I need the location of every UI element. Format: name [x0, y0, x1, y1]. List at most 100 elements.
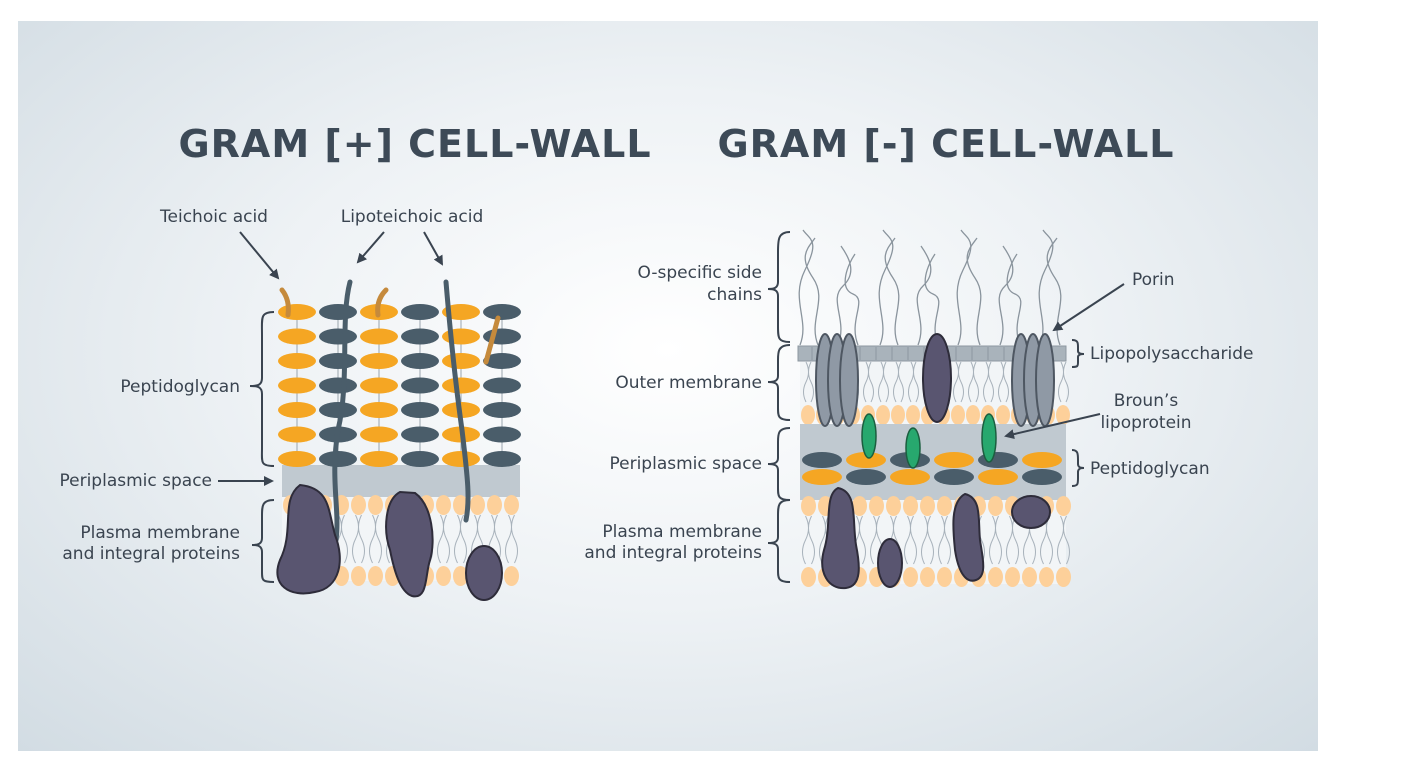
gp-peptidoglycan-unit	[278, 451, 316, 467]
gn-outer-head	[966, 405, 980, 425]
gp-lipid-head	[504, 566, 519, 586]
gp-plasma-label-line1: Plasma membrane	[80, 523, 240, 543]
gn-lipid-head	[988, 567, 1003, 587]
gn-outer-head	[876, 405, 890, 425]
gram-positive-title: GRAM [+] CELL-WALL	[178, 122, 651, 166]
brouns-label-line2: lipoprotein	[1100, 413, 1191, 433]
gn-side-chain	[1038, 229, 1054, 346]
gp-lipid-head	[436, 566, 451, 586]
gn-lipid-tail	[859, 515, 866, 565]
gn-lipid-tail	[995, 515, 1002, 565]
gn-brouns-lipoprotein-2	[905, 427, 921, 469]
gp-peptidoglycan-unit	[442, 377, 480, 394]
gn-integral-protein-2	[877, 538, 903, 588]
gp-integral-protein-2	[385, 490, 434, 598]
gn-side-chain	[804, 237, 820, 346]
gp-lipid-tail	[494, 514, 501, 564]
gn-lipid-tail	[921, 515, 928, 565]
gp-peptidoglycan-unit	[278, 426, 316, 443]
gp-lipoteichoic-acid-2	[443, 279, 471, 523]
gn-integral-protein-3	[952, 492, 985, 582]
gn-lipid-head	[1039, 567, 1054, 587]
gp-peptidoglycan-unit	[319, 353, 357, 369]
gp-peptidoglycan-unit	[360, 353, 398, 369]
gn-lipid-head	[801, 496, 816, 516]
gp-peptidoglycan-layer	[278, 304, 521, 467]
gn-lipid-head	[1022, 567, 1037, 587]
gp-peptidoglycan-unit	[319, 304, 357, 320]
gn-outer-head	[906, 405, 920, 425]
gn-side-chain	[836, 245, 852, 346]
gn-outer-tail	[878, 361, 884, 403]
gn-lipid-head	[1005, 567, 1020, 587]
gn-side-chain	[884, 237, 900, 346]
gn-side-chain	[966, 237, 982, 346]
gn-outer-tail	[983, 361, 989, 403]
gp-plasma-label-line2: and integral proteins	[62, 544, 240, 564]
gn-lipid-head	[937, 496, 952, 516]
gp-lipid-tail	[375, 514, 382, 564]
gn-lipid-head	[903, 496, 918, 516]
brouns-arrow	[1004, 413, 1101, 440]
gp-peptidoglycan-unit	[278, 353, 316, 369]
gp-peptidoglycan-unit	[483, 377, 521, 394]
gn-outer-tail	[808, 361, 814, 403]
gp-peptidoglycan-unit	[278, 402, 316, 418]
gp-peptidoglycan-unit	[319, 377, 357, 394]
gp-lipid-tail	[454, 514, 461, 564]
gn-lipid-tail	[927, 515, 934, 565]
gn-lipid-tail	[870, 515, 877, 565]
gn-outer-tail	[913, 361, 919, 403]
gp-peptidoglycan-unit	[401, 353, 439, 369]
gn-side-chain	[798, 229, 814, 346]
gn-peptidoglycan-unit	[934, 469, 974, 485]
lipoteichoic-acid-label: Lipoteichoic acid	[341, 207, 484, 227]
gp-peptidoglycan-unit	[442, 451, 480, 467]
gn-lipid-tail	[1006, 515, 1013, 565]
gn-plasma-brace	[767, 499, 791, 583]
gn-lipid-tail	[910, 515, 917, 565]
gp-peptidoglycan-unit	[401, 328, 439, 345]
gp-peptidoglycan-unit	[483, 402, 521, 418]
gn-lipid-head	[886, 496, 901, 516]
gp-lipid-tail	[505, 514, 512, 564]
gn-brouns-lipoprotein	[861, 413, 877, 459]
gn-outer-tail	[958, 361, 964, 403]
gn-outer-tail	[1003, 361, 1009, 403]
gp-peptidoglycan-unit	[319, 328, 357, 345]
gp-peptidoglycan-unit	[401, 451, 439, 467]
gn-outer-head	[891, 405, 905, 425]
gn-lipid-tail	[808, 515, 815, 565]
gp-lipid-tail	[437, 514, 444, 564]
gp-lipid-head	[487, 495, 502, 515]
lipopolysaccharide-label: Lipopolysaccharide	[1090, 344, 1253, 364]
gp-teichoic-acid-3	[483, 315, 501, 365]
gn-outer-tail	[868, 361, 874, 403]
gp-lipid-head	[470, 495, 485, 515]
gn-peptidoglycan-unit	[890, 469, 930, 485]
gp-labels: Teichoic acid Lipoteichoic acid Peptidog…	[59, 207, 484, 583]
gp-lipid-head	[436, 495, 451, 515]
gn-side-chain	[956, 229, 972, 346]
gp-teichoic-acid	[279, 287, 291, 318]
gram-negative-wall	[797, 229, 1071, 590]
gp-integral-protein	[276, 483, 341, 595]
gn-lipid-head	[852, 496, 867, 516]
gn-outer-tail	[898, 361, 904, 403]
outer-membrane-brace	[767, 344, 791, 421]
o-specific-brace	[767, 231, 791, 343]
gn-integral-protein-4	[1011, 495, 1051, 529]
lipopolysaccharide-brace	[1071, 339, 1085, 368]
gp-lipid-tail	[511, 514, 518, 564]
gn-lipid-tail	[819, 515, 826, 565]
gn-outer-membrane-protein	[922, 333, 952, 423]
gp-lipid-head	[368, 566, 383, 586]
gn-brouns-lipoprotein-3	[981, 413, 997, 463]
gp-teichoic-acid-2	[375, 287, 389, 318]
gp-peptidoglycan-brace	[249, 311, 275, 467]
gn-outer-tail	[908, 361, 914, 403]
gn-side-chain	[1006, 253, 1022, 346]
gn-labels: O-specific side chains Porin Lipopolysac…	[584, 231, 1253, 583]
gp-peptidoglycan-unit	[360, 451, 398, 467]
